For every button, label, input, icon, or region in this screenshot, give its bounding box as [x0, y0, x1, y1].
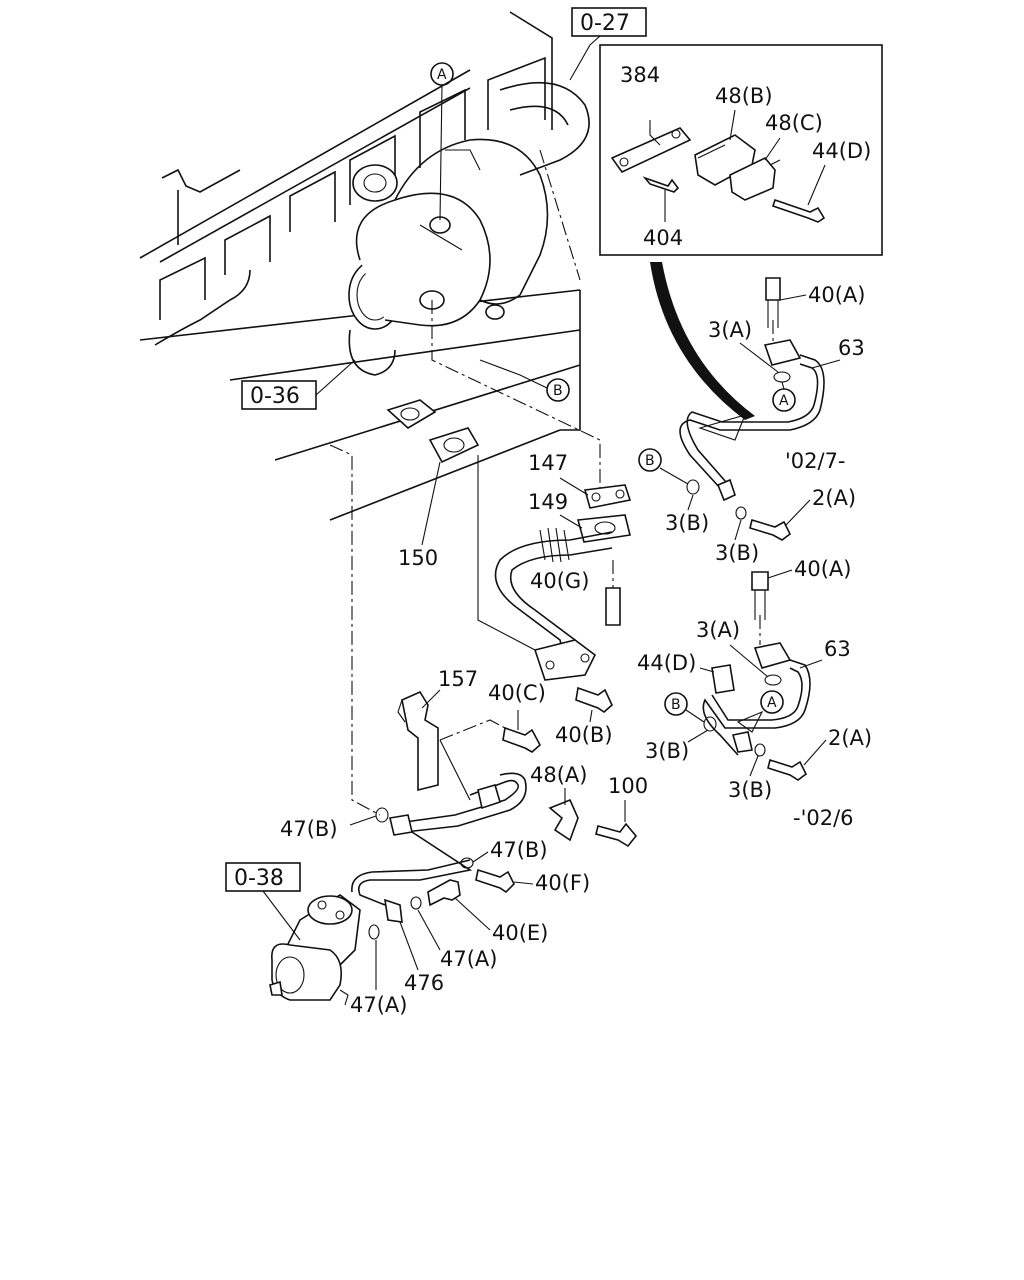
upper-pipe-assembly: A B 40(A) 3(A) 63 '02/7- 3(B) 2(A) 3(B) — [638, 277, 865, 565]
svg-text:B: B — [553, 383, 563, 399]
label-40b: 40(B) — [555, 723, 613, 747]
svg-text:A: A — [779, 393, 789, 409]
label-47a-left: 47(A) — [350, 993, 407, 1017]
label-63-top: 63 — [838, 336, 865, 360]
inset-box: 384 48(B) 48(C) 44(D) 404 — [599, 44, 883, 256]
marker-a-turbo: A — [430, 62, 454, 221]
marker-b-turbo: B — [479, 359, 570, 402]
svg-text:A: A — [767, 695, 777, 711]
label-40f: 40(F) — [535, 871, 590, 895]
turbocharger — [348, 138, 549, 376]
svg-text:B: B — [671, 697, 681, 713]
leader-left-long — [329, 444, 381, 816]
label-date-top: '02/7- — [785, 449, 846, 473]
feed-pipe-assembly: 48(A) 100 47(B) 47(B) 40(F) 40(E) 47(A) … — [280, 739, 648, 1017]
label-150: 150 — [398, 546, 438, 570]
label-48a: 48(A) — [530, 763, 587, 787]
label-100: 100 — [608, 774, 648, 798]
label-40c: 40(C) — [488, 681, 546, 705]
label-40a-top: 40(A) — [808, 283, 865, 307]
label-47b-left: 47(B) — [280, 817, 338, 841]
label-147: 147 — [528, 451, 568, 475]
label-44d-inset: 44(D) — [812, 139, 871, 163]
ref-0-36-label: 0-36 — [250, 384, 300, 409]
air-compressor: 0-38 — [225, 862, 361, 1006]
label-157: 157 — [438, 667, 478, 691]
bracket-157: 157 40(C) 40(B) — [397, 667, 613, 792]
ref-0-27-label: 0-27 — [580, 11, 630, 36]
label-44d-mid: 44(D) — [637, 651, 696, 675]
label-48c: 48(C) — [765, 111, 823, 135]
svg-text:B: B — [645, 453, 655, 469]
leader-turbo-to-147 — [431, 300, 601, 490]
label-3b-mid2: 3(B) — [728, 778, 772, 802]
label-149: 149 — [528, 490, 568, 514]
label-3a-top: 3(A) — [708, 318, 752, 342]
label-date-mid: -'02/6 — [793, 806, 854, 830]
label-3a-mid: 3(A) — [696, 618, 740, 642]
ref-box-0-27: 0-27 — [569, 7, 647, 81]
ref-0-38-label: 0-38 — [234, 866, 284, 891]
ref-box-0-36: 0-36 — [241, 359, 356, 410]
label-3b-top1: 3(B) — [665, 511, 709, 535]
label-404: 404 — [643, 226, 683, 250]
inset-pointer-arc — [650, 262, 755, 420]
label-3b-top2: 3(B) — [715, 541, 759, 565]
leader-manifold — [539, 149, 581, 281]
label-384: 384 — [620, 63, 660, 87]
label-2a-top: 2(A) — [812, 486, 856, 510]
label-40e: 40(E) — [492, 921, 548, 945]
middle-pipe-assembly: A B 40(A) 3(A) 63 44(D) 3(B) 2(A) 3(B) -… — [637, 557, 872, 830]
label-40a-mid: 40(A) — [794, 557, 851, 581]
label-63-mid: 63 — [824, 637, 851, 661]
label-3b-mid1: 3(B) — [645, 739, 689, 763]
svg-text:A: A — [437, 67, 447, 83]
label-48b: 48(B) — [715, 84, 773, 108]
label-47b-mid: 47(B) — [490, 838, 548, 862]
label-2a-mid: 2(A) — [828, 726, 872, 750]
label-40g: 40(G) — [530, 569, 589, 593]
label-476: 476 — [404, 971, 444, 995]
oil-return-pipe: 40(G) — [477, 455, 621, 681]
gasket-assembly: 147 149 150 — [386, 399, 632, 570]
label-47a-right: 47(A) — [440, 947, 497, 971]
